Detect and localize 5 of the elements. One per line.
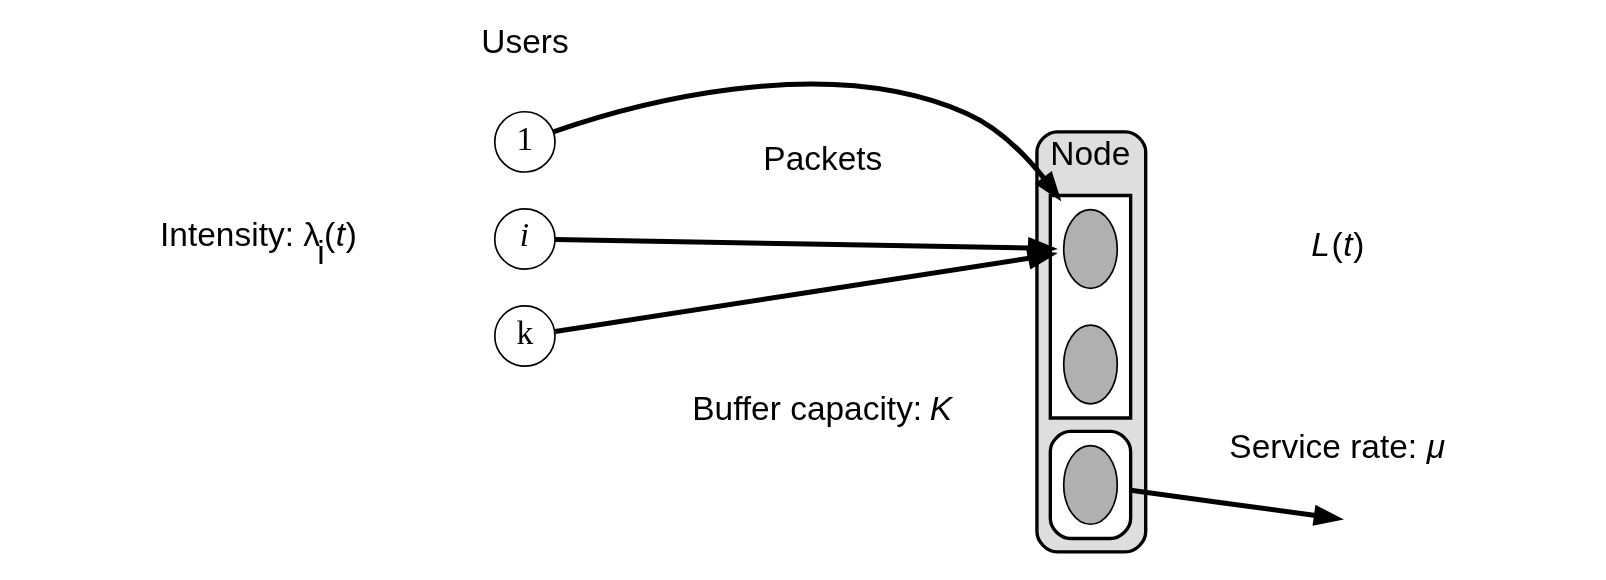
label: Service rate: μ: [1228, 428, 1445, 466]
label: Buffer capacity: K: [691, 389, 952, 427]
label: Packets: [762, 140, 882, 178]
label: L(t): [1310, 225, 1364, 263]
label: Users: [480, 23, 569, 61]
